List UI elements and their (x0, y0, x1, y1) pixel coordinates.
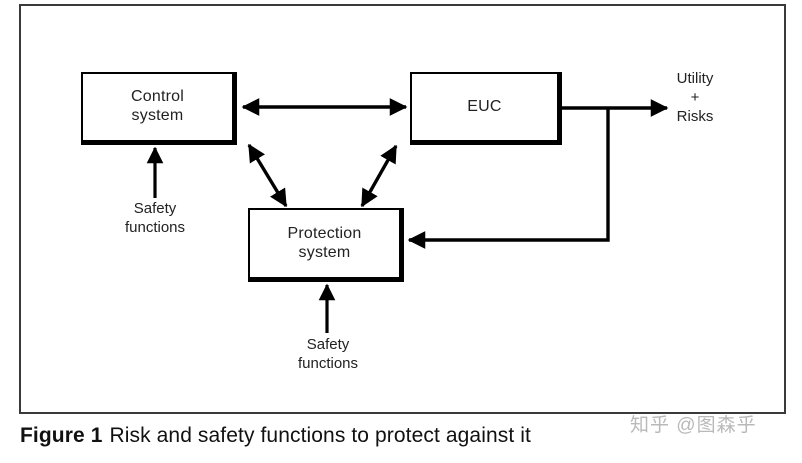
figure-caption: Figure 1 Risk and safety functions to pro… (20, 424, 531, 448)
node-protection-system-label: Protection system (287, 224, 362, 261)
watermark: 知乎 @图森乎 (630, 415, 757, 436)
figure-caption-text: Risk and safety functions to protect aga… (109, 424, 531, 447)
annotation-utility-risks: Utility + Risks (676, 70, 714, 125)
annotation-safety-functions-bottom: Safety functions (297, 336, 359, 372)
figure-caption-label: Figure 1 (20, 424, 103, 447)
annotation-safety-functions-left: Safety functions (124, 200, 186, 236)
node-protection-system[interactable]: Protection system (248, 208, 404, 282)
node-control-system-label: Control system (131, 88, 184, 124)
node-control-system[interactable]: Control system (81, 72, 237, 145)
node-euc[interactable]: EUC (410, 72, 562, 145)
node-euc-label: EUC (467, 97, 502, 115)
